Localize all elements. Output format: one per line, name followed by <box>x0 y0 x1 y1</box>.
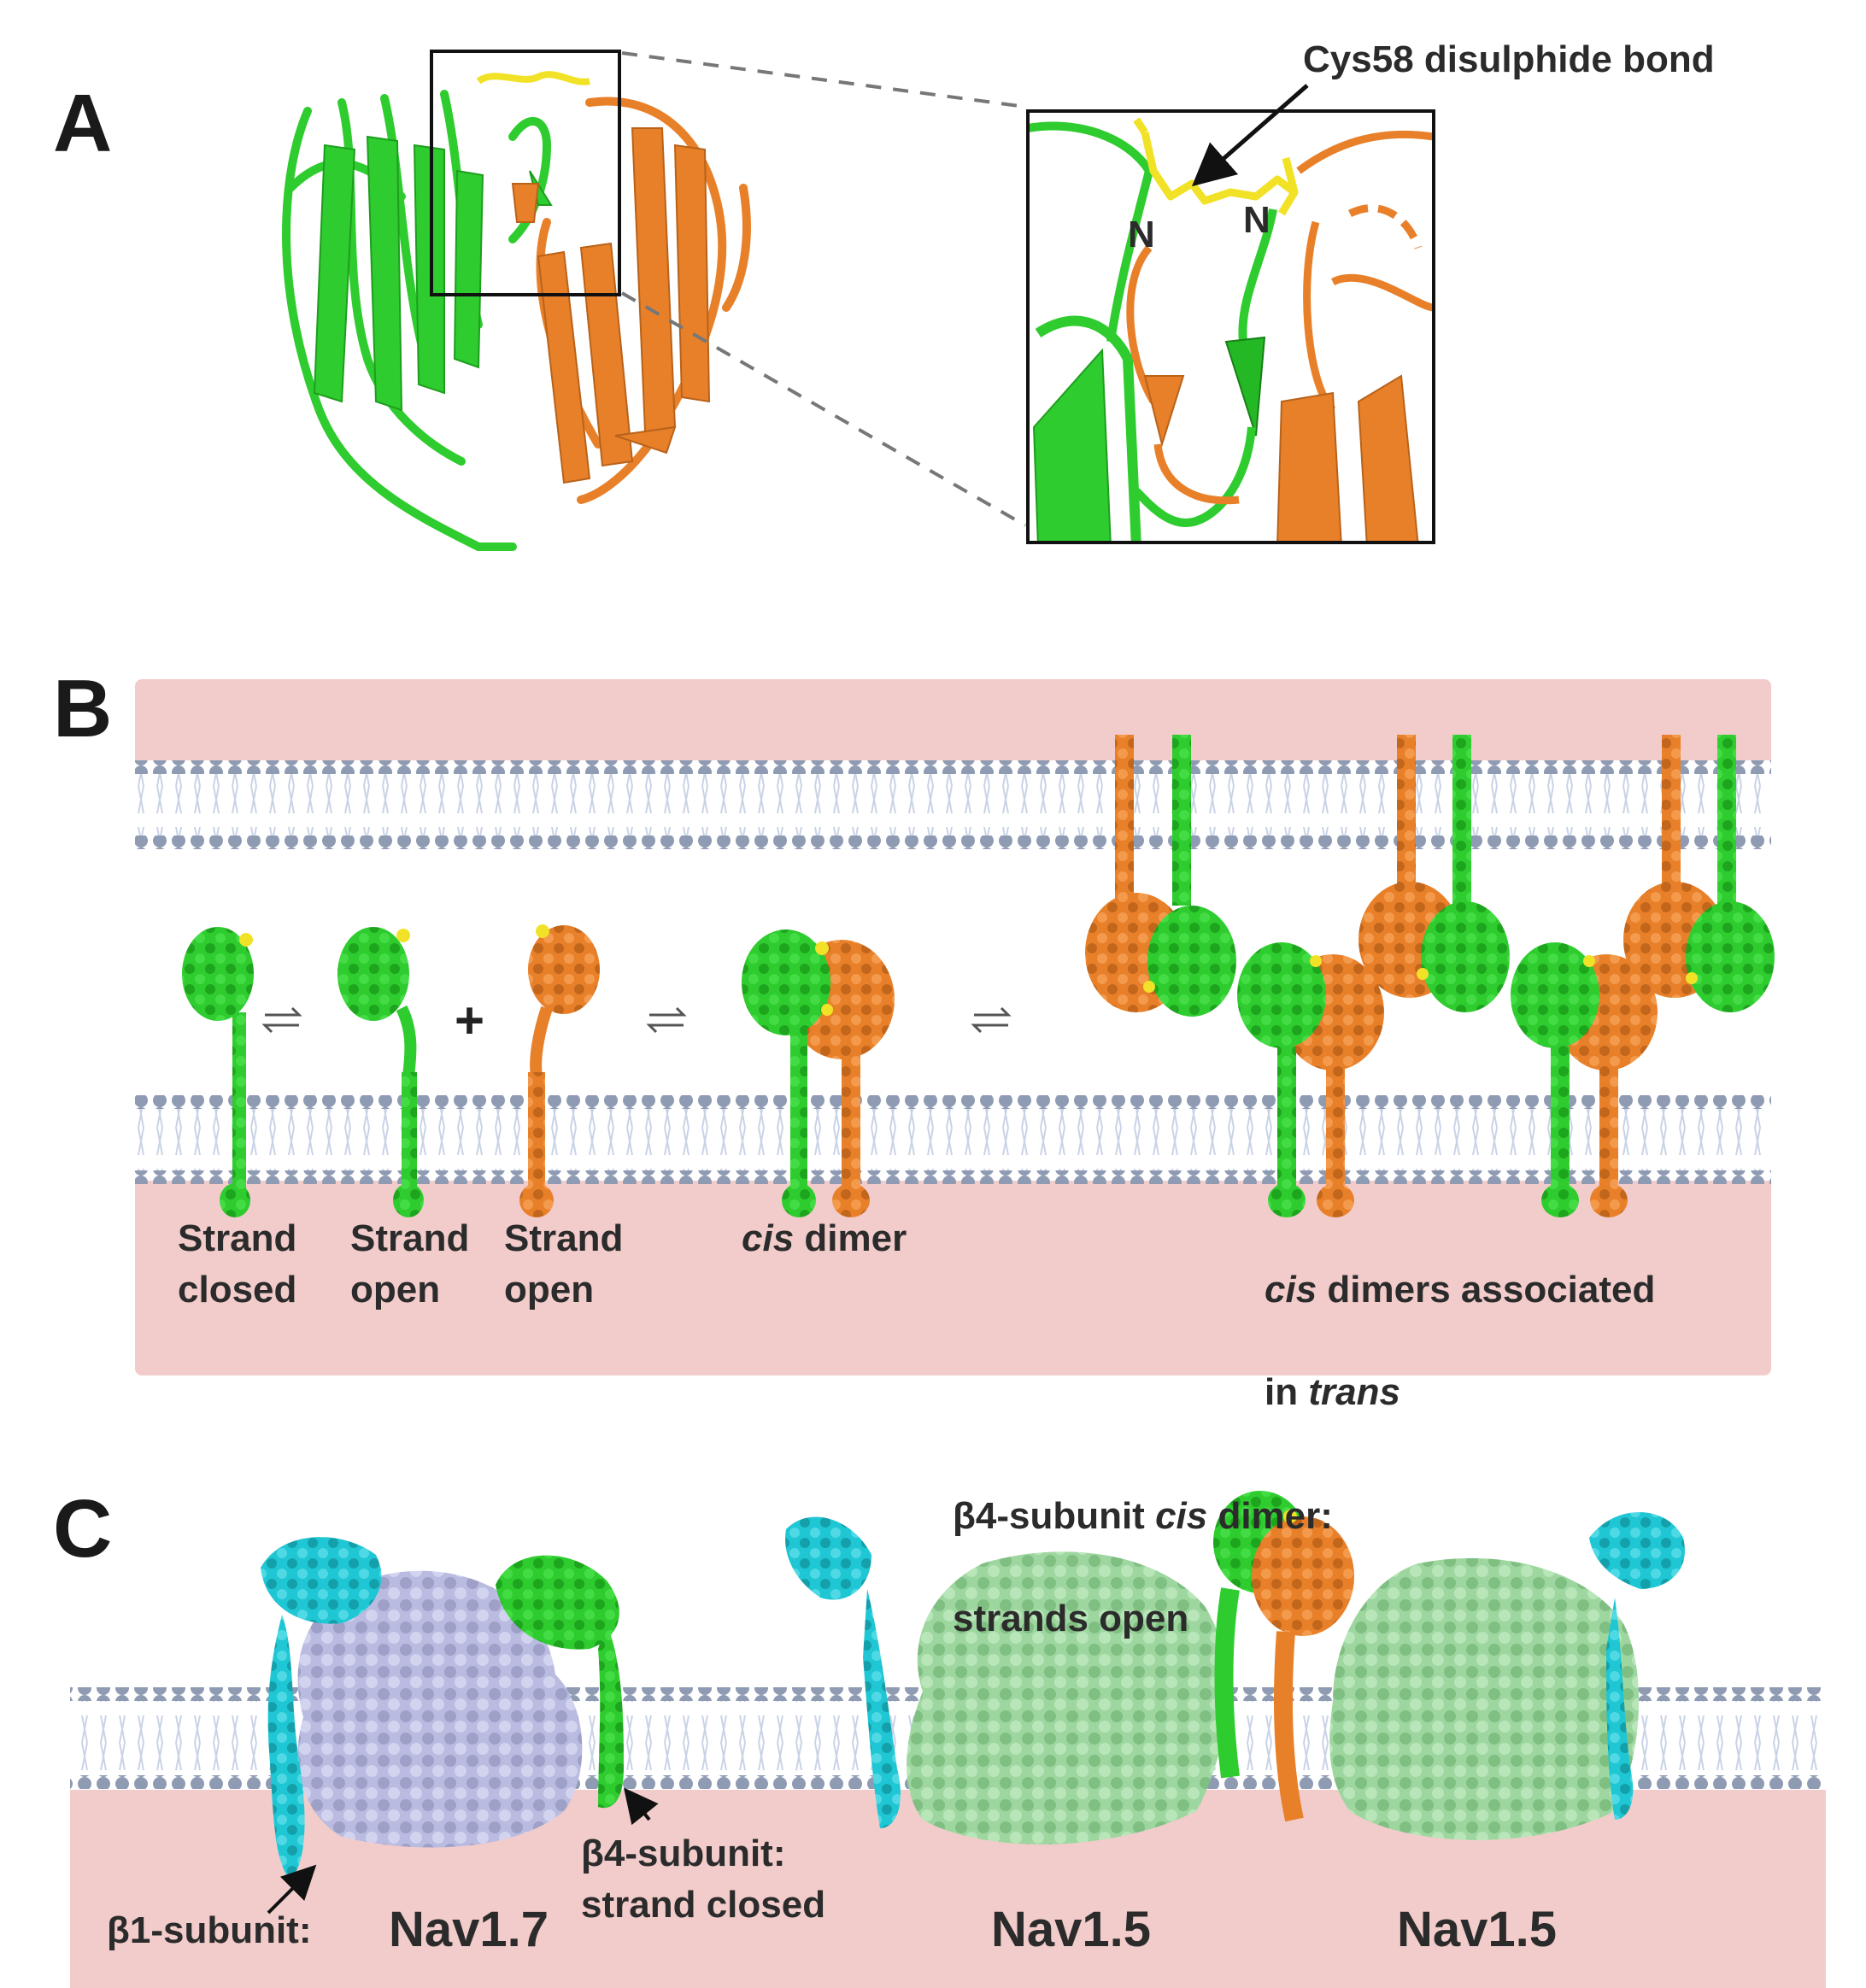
nav15-right-complex <box>1329 1512 1685 1840</box>
label-trans-association: cis dimers associated in trans <box>1265 1213 1655 1469</box>
b4-monomer-strand-open-orange <box>519 924 600 1217</box>
label-strand-open-1: Strand open <box>350 1217 470 1311</box>
b4-cis-dimer <box>742 929 895 1217</box>
n-terminus-left: N <box>1128 214 1155 255</box>
label-cis-dimer-italic: cis <box>742 1217 795 1259</box>
label-nav15-right: Nav1.5 <box>1397 1902 1558 1957</box>
label-trans-l1-rest: dimers associated <box>1317 1269 1656 1311</box>
panel-a-letter: A <box>53 78 113 169</box>
label-b4-cis-l1a: β4-subunit <box>953 1495 1156 1537</box>
nav15-left-complex <box>785 1516 1227 1844</box>
panel-b-letter: B <box>53 663 113 754</box>
b4-cis-dimer-strands-open <box>1213 1491 1354 1822</box>
disulphide-callout: Cys58 disulphide bond <box>1303 38 1715 80</box>
b4-monomer-strand-open-green <box>337 927 424 1217</box>
b4-monomer-strand-closed <box>182 927 254 1217</box>
label-cis-dimer: cis dimer <box>742 1213 907 1264</box>
label-b4-cis-strands-open: β4-subunit cis dimer: strands open <box>953 1440 1333 1696</box>
label-b4-cis-l1b: dimer: <box>1207 1495 1333 1537</box>
plus-sign: + <box>455 992 485 1049</box>
label-trans-l2-prefix: in <box>1265 1371 1309 1413</box>
panel-c-letter: C <box>53 1483 113 1575</box>
panel-a-ribbon-structure <box>282 50 1026 551</box>
nav17-complex <box>261 1537 659 1915</box>
label-b4-strand-closed: β4-subunit: strand closed <box>581 1833 826 1926</box>
panel-a-zoom-inset <box>1026 84 1435 544</box>
label-trans-l2-italic: trans <box>1308 1371 1400 1413</box>
label-strand-open-2: Strand open <box>504 1217 624 1311</box>
label-strand-closed: Strand closed <box>178 1217 297 1311</box>
label-nav15-left: Nav1.5 <box>991 1902 1152 1957</box>
label-trans-l1-italic: cis <box>1265 1269 1317 1311</box>
label-b4-cis-l1-italic: cis <box>1155 1495 1208 1537</box>
label-b4-cis-l2: strands open <box>953 1598 1189 1639</box>
label-cis-dimer-rest: dimer <box>794 1217 907 1259</box>
n-terminus-right: N <box>1243 199 1270 241</box>
label-nav17: Nav1.7 <box>389 1902 549 1957</box>
label-b1-subunit: β1-subunit: <box>107 1909 312 1951</box>
b4-cis-dimers-trans-array <box>1085 735 1775 1217</box>
equilibrium-arrows <box>261 1006 1012 1034</box>
